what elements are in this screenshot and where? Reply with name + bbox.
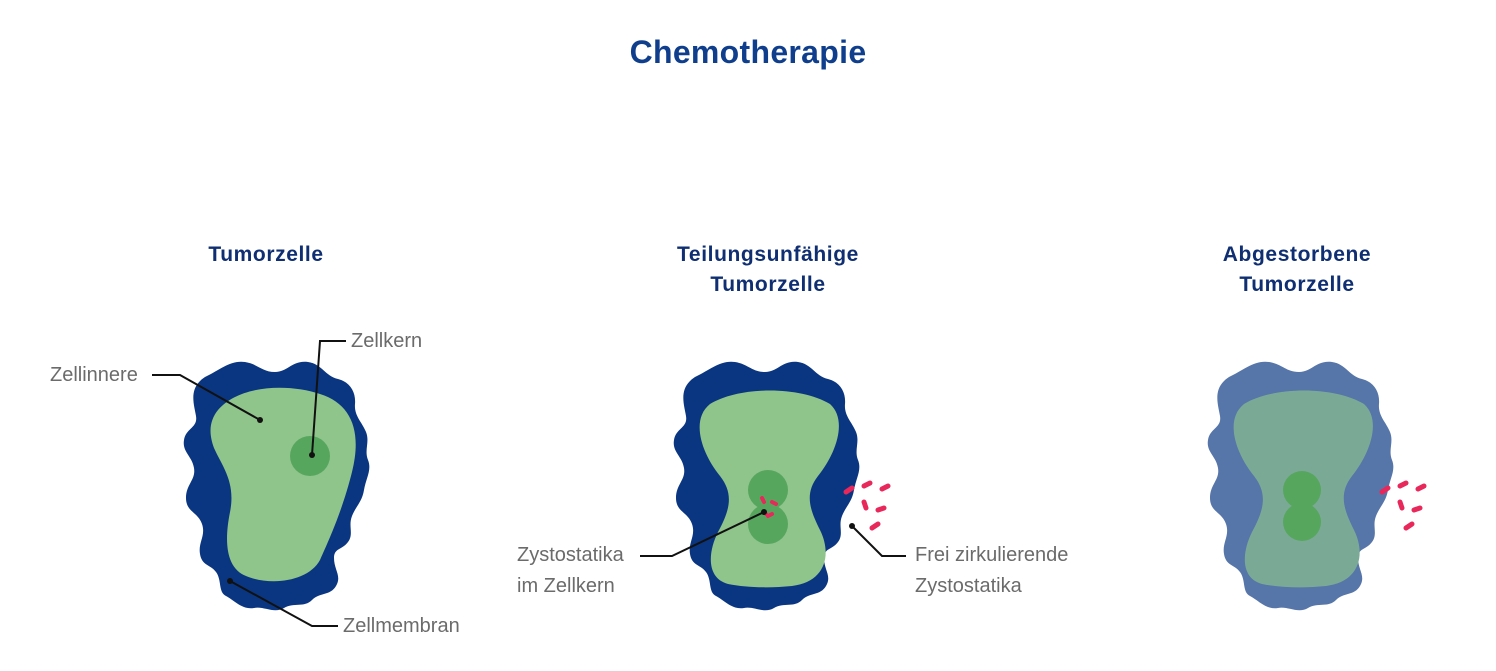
dead-tumor-cell: [1207, 361, 1394, 611]
drug-mark: [1397, 480, 1409, 489]
drug-mark: [1415, 483, 1427, 492]
panel-title-line: Tumorzelle: [1239, 273, 1355, 296]
label-drugs-in-nucleus: Zystostatika im Zellkern: [517, 540, 624, 602]
free-drugs-panel-2: [843, 480, 891, 531]
leader-lines-panel-1: [152, 340, 346, 627]
nucleus-lower-shape: [1283, 503, 1321, 541]
leader-line-drugs-nucleus: [640, 511, 765, 557]
drug-mark: [861, 499, 869, 511]
label-nucleus: Zellkern: [351, 330, 423, 352]
label-line: im Zellkern: [517, 575, 615, 597]
leader-line-nucleus: [311, 340, 346, 456]
label-cell-interior: Zellinnere: [50, 364, 138, 386]
panel-title-line: Tumorzelle: [710, 273, 826, 296]
page-title: Chemotherapie: [629, 34, 867, 70]
leader-dot-drugs-nucleus: [761, 509, 767, 515]
non-dividing-tumor-cell: [673, 361, 860, 611]
label-membrane: Zellmembran: [343, 615, 460, 637]
label-line: Zystostatika: [517, 544, 624, 566]
drug-mark: [1397, 499, 1405, 511]
nucleus-upper-shape: [748, 470, 788, 510]
cell-interior-shape: [210, 387, 356, 582]
drug-mark: [1411, 505, 1423, 513]
label-free-drugs: Frei zirkulierende Zystostatika: [915, 540, 1068, 602]
drug-mark: [879, 483, 891, 492]
nucleus-upper-shape: [1283, 471, 1321, 509]
leader-dots-panel-2: [761, 509, 855, 529]
panel-title-line: Tumorzelle: [208, 243, 324, 266]
label-line: Frei zirkulierende: [915, 544, 1069, 566]
drug-mark: [1379, 485, 1391, 495]
drug-mark: [770, 500, 778, 506]
drug-mark: [875, 505, 887, 513]
leader-dot-nucleus: [309, 452, 315, 458]
panel-title-line: Teilungsunfähige: [677, 243, 859, 266]
drug-mark: [861, 480, 873, 489]
drug-mark: [760, 496, 766, 504]
panel-title-tumor-cell: Tumorzelle: [106, 240, 426, 270]
leader-lines-panel-2: [640, 511, 906, 557]
leader-line-inner: [152, 374, 261, 421]
tumor-cell: [183, 361, 370, 611]
panel-title-dead-cell: Abgestorbene Tumorzelle: [1137, 240, 1457, 300]
leader-dot-drugs-free: [849, 523, 855, 529]
free-drugs-panel-3: [1379, 480, 1427, 531]
leader-line-membrane: [229, 580, 338, 627]
panel-title-non-dividing-cell: Teilungsunfähige Tumorzelle: [608, 240, 928, 300]
leader-dot-membrane: [227, 578, 233, 584]
leader-dot-inner: [257, 417, 263, 423]
leader-dots-panel-1: [227, 417, 315, 584]
drug-mark: [766, 512, 774, 518]
leader-line-drugs-free: [851, 525, 906, 557]
nucleus-lower-shape: [748, 504, 788, 544]
label-line: Zystostatika: [915, 575, 1022, 597]
panel-title-line: Abgestorbene: [1222, 243, 1372, 266]
drug-mark: [843, 485, 855, 495]
drug-mark: [1403, 521, 1415, 531]
drug-mark: [869, 521, 881, 531]
